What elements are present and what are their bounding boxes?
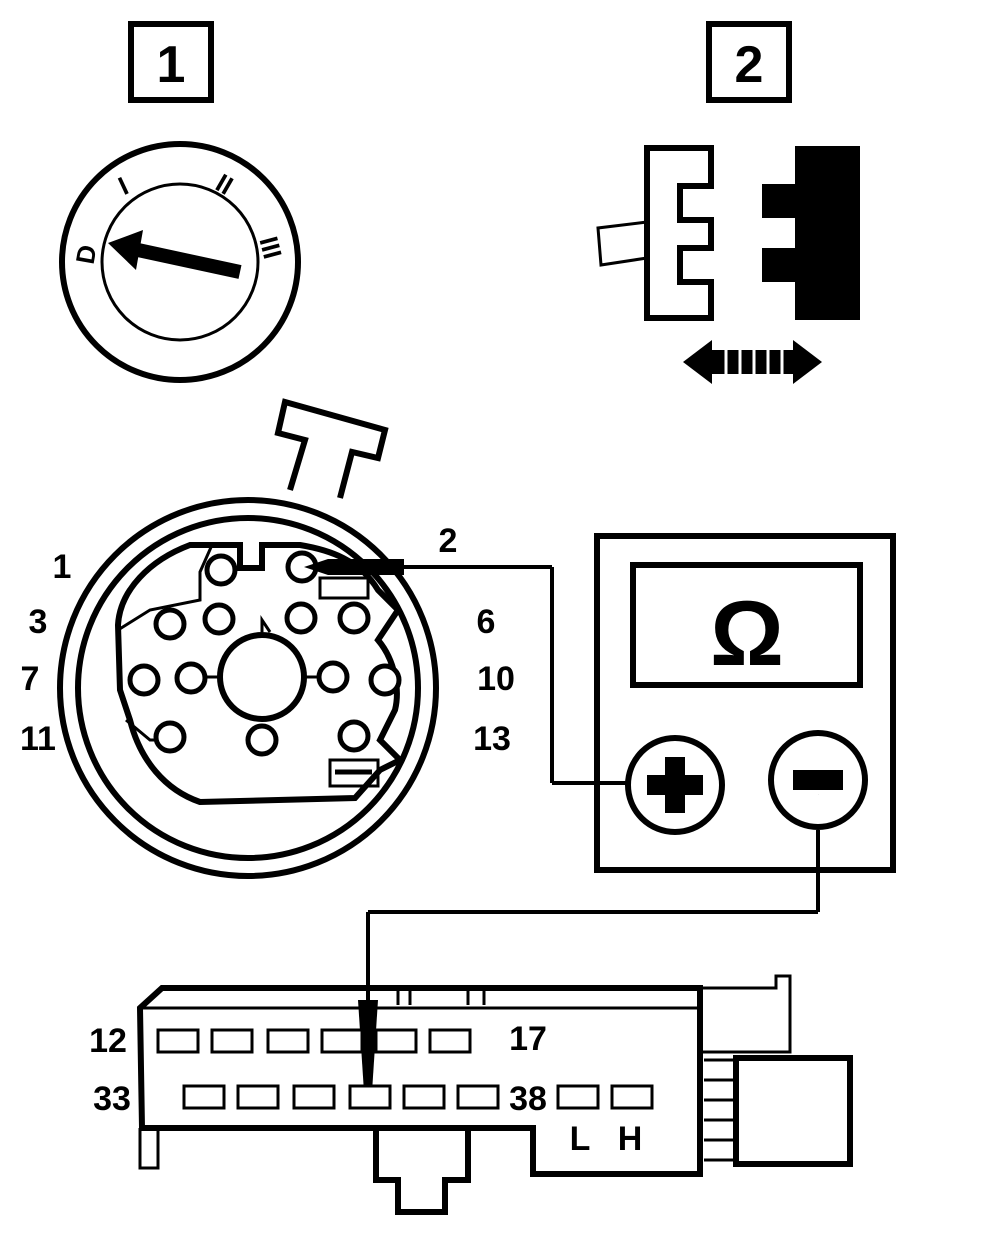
ignition-switch-connector: 1 3 7 11 2 6 10 13: [20, 398, 515, 879]
pin-slot: [374, 1028, 418, 1054]
pin-hole: [153, 720, 187, 754]
pin-slot: [210, 1028, 254, 1054]
positive-label: +: [675, 799, 676, 801]
step-2-label: 2: [735, 36, 764, 94]
pin-hole: [245, 723, 279, 757]
pin-label-1: 1: [53, 548, 72, 586]
position-i-label: I: [114, 171, 133, 201]
negative-terminal: −: [768, 730, 868, 830]
pin-slot: [456, 1084, 500, 1110]
ohm-symbol: Ω: [710, 583, 784, 685]
meter-display: [630, 562, 863, 688]
pin-slot: [428, 1028, 472, 1054]
pin-hole: [204, 553, 238, 587]
pin-hole: [127, 663, 161, 697]
negative-label: −: [818, 794, 819, 796]
negative-probe: [358, 830, 820, 1102]
pin-label-7: 7: [21, 660, 40, 698]
minus-icon: [793, 770, 843, 790]
pin-hole: [153, 607, 187, 641]
pin-label-6: 6: [477, 603, 496, 641]
pin-label-3: 3: [29, 603, 48, 641]
pin-label-33: 33: [93, 1080, 131, 1118]
positive-terminal: +: [625, 735, 725, 835]
pin-hole: [174, 661, 208, 695]
position-iii-label: III: [253, 233, 288, 262]
pin-label-12: 12: [89, 1022, 127, 1060]
pin-label-13: 13: [473, 720, 511, 758]
position-d-label: D: [70, 243, 103, 267]
pin-slot: [556, 1084, 600, 1110]
pin-hole: [368, 663, 402, 697]
step-2-box: 2: [706, 21, 792, 103]
pin-slot: [156, 1028, 200, 1054]
key-arrow-icon: [108, 230, 242, 279]
control-unit-connector: 12 17 33 38 L H: [89, 974, 853, 1215]
can-low-label: L: [570, 1120, 591, 1158]
pin-hole: [284, 601, 318, 635]
can-high-label: H: [618, 1120, 643, 1158]
pin-hole: [337, 601, 371, 635]
pin-slot: [320, 1028, 364, 1054]
pin-slot: [610, 1084, 654, 1110]
pin-label-10: 10: [477, 660, 515, 698]
pin-label-17: 17: [509, 1020, 547, 1058]
positive-probe: [304, 559, 628, 785]
pin-slot: [266, 1028, 310, 1054]
pin-slot: [402, 1084, 446, 1110]
pin-label-11: 11: [20, 720, 56, 758]
pin-slot: [348, 1084, 392, 1110]
pin-hole: [316, 660, 350, 694]
step-1-label: 1: [157, 36, 186, 94]
pin-slot: [182, 1084, 226, 1110]
pin-slot: [292, 1084, 336, 1110]
pin-label-38: 38: [509, 1080, 547, 1118]
double-arrow-icon: [683, 340, 822, 384]
position-ii-label: II: [211, 168, 239, 201]
connector-separation: [596, 145, 860, 384]
pin-label-2: 2: [439, 522, 458, 560]
ignition-lock: D I II III: [59, 141, 301, 383]
step-1-box: 1: [128, 21, 214, 103]
pin-hole: [202, 602, 236, 636]
pin-slot: [236, 1084, 280, 1110]
ohmmeter: Ω + −: [594, 533, 896, 873]
pin-hole: [337, 719, 371, 753]
